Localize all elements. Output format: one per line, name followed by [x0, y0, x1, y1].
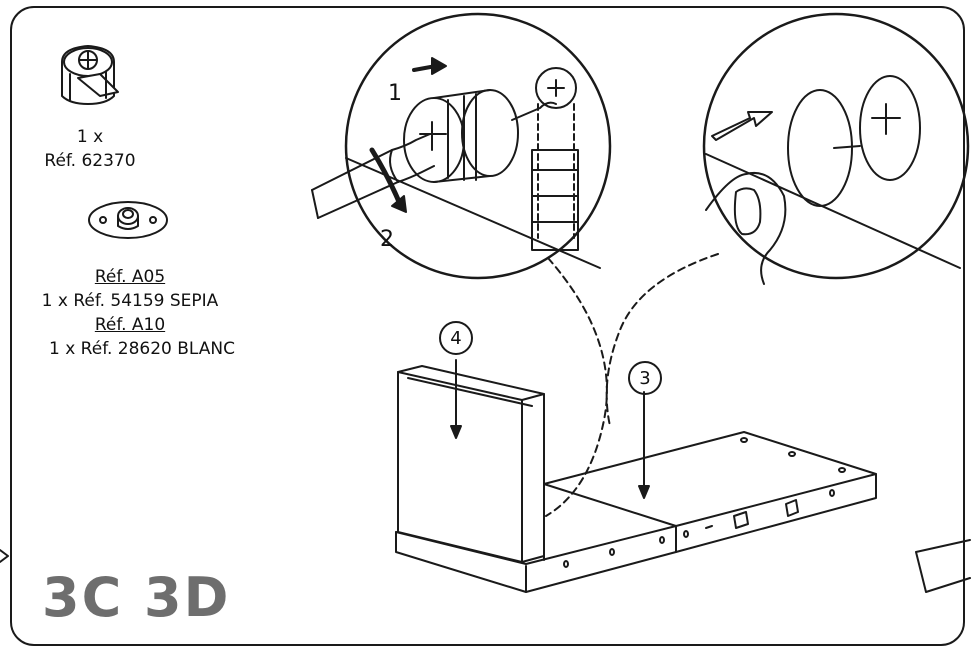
page-frame	[10, 6, 965, 646]
step-label: 3C 3D	[42, 566, 231, 629]
cap-a10-detail: 1 x Réf. 28620 BLANC	[49, 339, 235, 359]
callout-4-circle	[439, 321, 473, 355]
cam-quantity: 1 x	[76, 127, 104, 147]
cam-reference: Réf. 62370	[44, 151, 136, 171]
cover-cap-icon	[88, 201, 168, 239]
cap-reference-a10: Réf. A10	[94, 315, 166, 335]
next-page-arrow-icon[interactable]	[915, 539, 971, 593]
callout-3-circle	[628, 361, 662, 395]
detail-circle-cover-cap	[702, 12, 970, 285]
action-2-label: 2	[380, 227, 394, 252]
cap-a05-detail: 1 x Réf. 54159 SEPIA	[41, 291, 219, 311]
cap-reference-a05: Réf. A05	[94, 267, 166, 287]
callout-4-label: 4	[450, 328, 461, 349]
action-1-label: 1	[388, 81, 402, 106]
prev-page-arrow-icon[interactable]	[0, 549, 9, 563]
panel-3	[395, 391, 877, 593]
panel-4	[397, 359, 545, 563]
callout-3-label: 3	[639, 368, 650, 389]
detail-circle-cam-lock	[311, 12, 612, 280]
cam-lock-icon	[61, 45, 119, 105]
